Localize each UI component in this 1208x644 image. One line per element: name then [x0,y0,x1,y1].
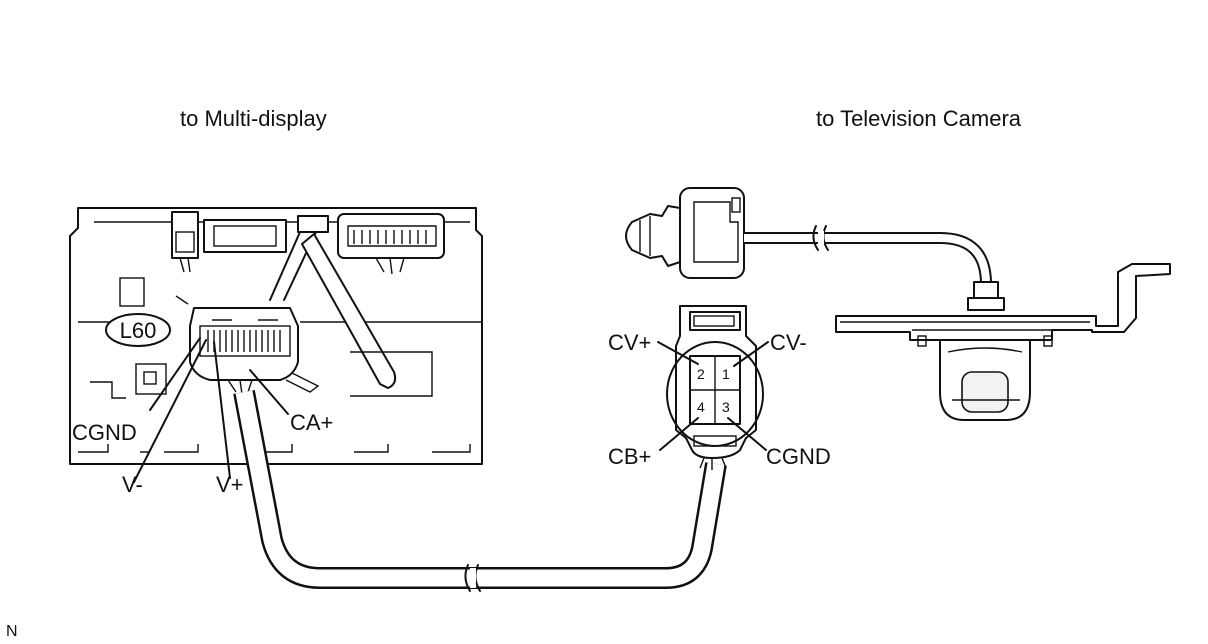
left-pin-leaders [133,337,289,483]
pin-number-4: 4 [697,399,705,415]
pin-number-1: 1 [722,366,730,382]
pin-label-cv-minus: CV- [770,330,807,355]
corner-code: N [6,623,18,640]
pin-label-cgnd-right: CGND [766,444,831,469]
harness-cable [233,389,727,592]
pin-label-v-plus: V+ [216,472,244,497]
connector-label-l60: L60 [105,313,171,347]
camera-plug-s35 [625,187,992,285]
l60-label: L60 [120,318,157,343]
pin-label-v-minus: V- [122,472,143,497]
television-camera [835,263,1171,421]
right-pin-leaders [657,341,769,451]
connector-s35-face [666,305,764,470]
title-television-camera: to Television Camera [816,106,1022,131]
pin-label-cgnd-left: CGND [72,420,137,445]
pin-number-3: 3 [722,399,730,415]
pin-label-cb-plus: CB+ [608,444,651,469]
pin-label-cv-plus: CV+ [608,330,651,355]
pin-label-ca-plus: CA+ [290,410,333,435]
title-multi-display: to Multi-display [180,106,327,131]
pin-number-2: 2 [697,366,705,382]
